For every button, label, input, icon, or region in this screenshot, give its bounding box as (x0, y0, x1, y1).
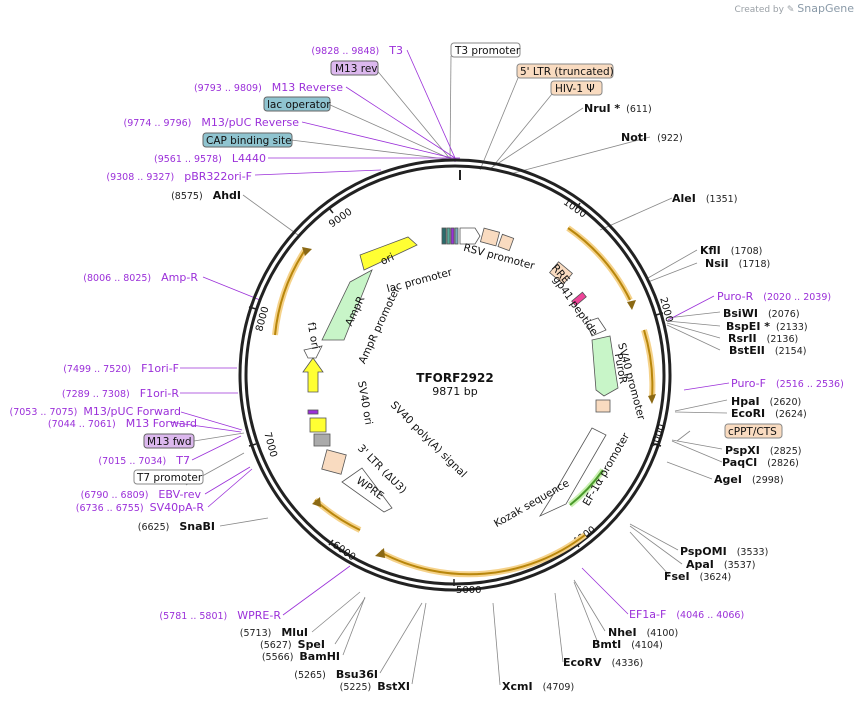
feature-amprpromoter-label: AmpR promoter (356, 285, 402, 366)
primer-puro-r: Puro-R(2020 .. 2039) (717, 290, 831, 303)
primer-lines (169, 49, 730, 616)
enzyme-ecori: EcoRI(2624) (731, 407, 807, 420)
feature-sv40ori-label: SV40 ori (355, 380, 374, 426)
boxed-labels: T3 promoter M13 rev lac operator CAP bin… (133, 42, 783, 485)
enzyme-bsiwi: BsiWI(2076) (723, 307, 800, 320)
enzyme-apai: ApaI(3537) (686, 558, 756, 571)
enzyme-snabi: (6625)SnaBI (138, 520, 215, 533)
credit-prefix: Created by (734, 5, 784, 15)
feature-gp41-label: gp41 peptide (550, 274, 600, 338)
enzyme-nhei: NheI(4100) (608, 626, 678, 639)
box-m13rev: M13 rev (335, 63, 378, 75)
box-5ltr: 5' LTR (truncated) (520, 66, 614, 78)
enzyme-kfli: KflI(1708) (700, 244, 762, 257)
primer-ef1a-f: EF1a-F(4046 .. 4066) (629, 608, 744, 621)
enzyme-ahdi: (8575)AhdI (171, 189, 241, 202)
primer-m13rev: (9793 .. 9809)M13 Reverse (194, 81, 343, 94)
enzyme-labels: NruI *(611) NotI(922) AleI(1351) KflI(17… (502, 102, 808, 693)
primer-t7: (7015 .. 7034)T7 (98, 454, 190, 467)
box-m13fwd: M13 fwd (147, 436, 192, 448)
enzyme-pspxi: PspXI(2825) (725, 444, 801, 457)
plasmid-name: TFORF2922 (416, 371, 493, 385)
feature-puror-label: PuroR (612, 352, 629, 384)
primer-l4440: (9561 .. 9578)L4440 (154, 152, 266, 165)
enzyme-bmti: BmtI(4104) (592, 638, 663, 651)
feature-sv40pa-label: SV40 poly(A) signal (388, 399, 469, 480)
primer-labels: (9828 .. 9848)T3 (9793 .. 9809)M13 Rever… (9, 44, 843, 622)
primer-t3: (9828 .. 9848)T3 (311, 44, 403, 57)
snapgene-icon: ✎ (786, 5, 795, 15)
enzyme-xcmi: XcmI(4709) (502, 680, 574, 693)
box-t7-promoter: T7 promoter (136, 472, 203, 484)
tick-5000: 5000 (456, 585, 481, 596)
enzyme-bsteii: BstEII(2154) (729, 344, 806, 357)
tick-3000: 3000 (649, 423, 668, 451)
enzyme-agei: AgeI(2998) (714, 473, 784, 486)
box-hiv1: HIV-1 Ψ (555, 83, 595, 95)
backbone-inner (244, 164, 666, 586)
feature-f1ori-label: f1 ori (305, 321, 322, 350)
tick-1000: 1000 (561, 197, 588, 221)
credit-brand: SnapGene (797, 2, 854, 15)
orf-arcs (272, 225, 656, 578)
enzyme-paqci: PaqCI(2826) (722, 456, 799, 469)
box-lac-operator: lac operator (267, 99, 331, 111)
enzyme-bspei: BspEI *(2133) (726, 320, 808, 333)
wpre-feature (341, 467, 393, 513)
ef1a-promoter-feature (538, 427, 607, 517)
orf-arrowheads (302, 247, 656, 558)
enzyme-nsii: NsiI(1718) (705, 257, 770, 270)
enzyme-noti: NotI(922) (621, 131, 683, 144)
primer-m13puc-fwd: (7053 .. 7075)M13/pUC Forward (9, 405, 181, 418)
enzyme-bamhi: (5566)BamHI (262, 650, 340, 663)
primer-m13puc-rev: (9774 .. 9796)M13/pUC Reverse (124, 116, 300, 129)
primer-f1ori-f: (7499 .. 7520)F1ori-F (63, 362, 179, 375)
ampr-feature (321, 269, 373, 341)
credit: Created by ✎ SnapGene (734, 2, 854, 15)
plasmid-size: 9871 bp (432, 385, 477, 398)
primer-sv40pa-r: (6736 .. 6755)SV40pA-R (76, 501, 205, 514)
enzyme-ecorv: EcoRV(4336) (563, 656, 643, 669)
primer-f1ori-r: (7289 .. 7308)F1ori-R (62, 387, 179, 400)
tick-7000: 7000 (261, 431, 278, 458)
enzyme-pspomi: PspOMI(3533) (680, 545, 768, 558)
enzyme-nrui: NruI *(611) (584, 102, 652, 115)
enzyme-rsrii: RsrII(2136) (728, 332, 798, 345)
enzyme-mlui: (5713)MluI (240, 626, 308, 639)
enzyme-hpai: HpaI(2620) (731, 395, 801, 408)
enzyme-fsei: FseI(3624) (664, 570, 731, 583)
box-cppt: cPPT/CTS (728, 426, 777, 438)
primer-m13fwd: (7044 .. 7061)M13 Forward (48, 417, 197, 430)
enzyme-spei: (5627)SpeI (260, 638, 325, 651)
box-cap-site: CAP binding site (206, 135, 292, 147)
ori-feature (359, 236, 418, 271)
enzyme-labels-left: (5225)BstXI (5265)Bsu36I (5566)BamHI (56… (138, 189, 410, 693)
enzyme-bstxi: (5225)BstXI (340, 680, 410, 693)
primer-ebv-rev: (6790 .. 6809)EBV-rev (81, 488, 202, 501)
primer-puro-f: Puro-F(2516 .. 2536) (731, 377, 844, 390)
primer-wpre-r: (5781 .. 5801)WPRE-R (159, 609, 281, 622)
enzyme-bsu36i: (5265)Bsu36I (294, 668, 378, 681)
leader-lines (185, 55, 728, 686)
feature-ori-label: ori (379, 251, 396, 268)
feature-glyphs (302, 227, 619, 517)
box-t3-promoter: T3 promoter (454, 45, 521, 57)
primer-pbr322: (9308 .. 9327)pBR322ori-F (106, 170, 252, 183)
backbone-outer (238, 158, 672, 592)
primer-ampr: (8006 .. 8025)Amp-R (83, 271, 198, 284)
puror-feature (591, 335, 619, 397)
enzyme-alei: AleI(1351) (672, 192, 737, 205)
